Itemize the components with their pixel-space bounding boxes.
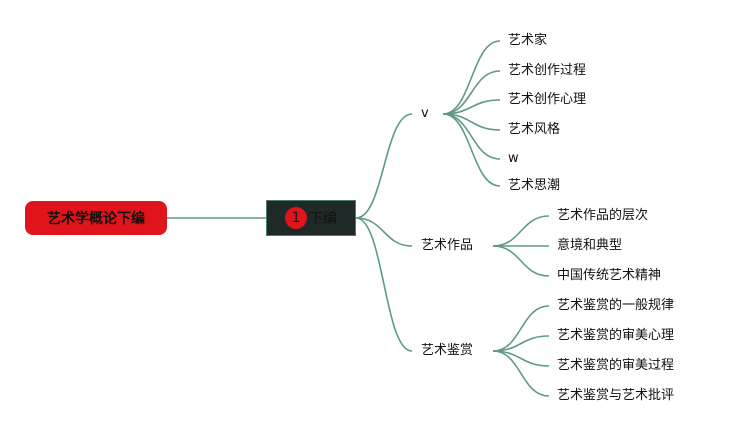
branch-connector	[355, 217, 413, 352]
leaf-topic[interactable]: 艺术鉴赏的审美过程	[557, 358, 674, 374]
leaf-connector	[442, 113, 501, 160]
leaf-label: 艺术鉴赏与艺术批评	[557, 388, 675, 403]
leaf-connector	[442, 113, 501, 187]
leaf-connector	[492, 305, 550, 352]
leaf-label: 艺术风格	[508, 122, 561, 137]
branch-topic[interactable]: 艺术鉴赏	[421, 343, 473, 359]
leaf-label: 艺术鉴赏的一般规律	[557, 298, 675, 313]
branch-topic[interactable]: 艺术作品	[421, 238, 473, 254]
leaf-topic[interactable]: 艺术创作心理	[508, 92, 586, 108]
leaf-label: 艺术创作过程	[508, 63, 587, 78]
priority-badge-icon: 1	[285, 207, 307, 229]
leaf-label: 艺术鉴赏的审美过程	[557, 358, 675, 373]
main-topic[interactable]: 1 下编	[266, 200, 356, 236]
branch-connector	[355, 113, 413, 219]
leaf-topic[interactable]: 艺术风格	[508, 122, 560, 138]
leaf-topic[interactable]: 意境和典型	[557, 238, 622, 254]
leaf-label: 意境和典型	[557, 238, 623, 253]
leaf-label: 中国传统艺术精神	[557, 268, 662, 283]
leaf-topic[interactable]: w	[508, 151, 519, 167]
branch-connector	[355, 217, 413, 247]
leaf-topic[interactable]: 艺术家	[508, 33, 547, 49]
root-topic[interactable]: 艺术学概论下编	[25, 201, 167, 235]
leaf-topic[interactable]: 艺术创作过程	[508, 63, 586, 79]
leaf-topic[interactable]: 艺术鉴赏的一般规律	[557, 298, 674, 314]
leaf-topic[interactable]: 艺术鉴赏与艺术批评	[557, 388, 674, 404]
branch-label: 艺术作品	[421, 238, 474, 253]
leaf-label: 艺术作品的层次	[557, 208, 649, 223]
leaf-label: 艺术家	[508, 33, 548, 48]
leaf-connector	[492, 245, 550, 277]
leaf-connector	[492, 215, 550, 247]
leaf-topic[interactable]: 艺术作品的层次	[557, 208, 648, 224]
leaf-label: 艺术鉴赏的审美心理	[557, 328, 675, 343]
branch-label: 艺术鉴赏	[421, 343, 474, 358]
root-topic-label: 艺术学概论下编	[47, 211, 145, 227]
leaf-connector	[492, 350, 550, 397]
leaf-connector	[442, 40, 501, 115]
leaf-label: 艺术创作心理	[508, 92, 587, 107]
main-topic-label: 下编	[309, 211, 337, 227]
leaf-label: w	[508, 151, 519, 166]
branch-label: v	[421, 106, 429, 121]
leaf-topic[interactable]: 中国传统艺术精神	[557, 268, 661, 284]
leaf-topic[interactable]: 艺术鉴赏的审美心理	[557, 328, 674, 344]
leaf-label: 艺术思潮	[508, 178, 561, 193]
leaf-topic[interactable]: 艺术思潮	[508, 178, 560, 194]
branch-topic[interactable]: v	[421, 106, 429, 122]
